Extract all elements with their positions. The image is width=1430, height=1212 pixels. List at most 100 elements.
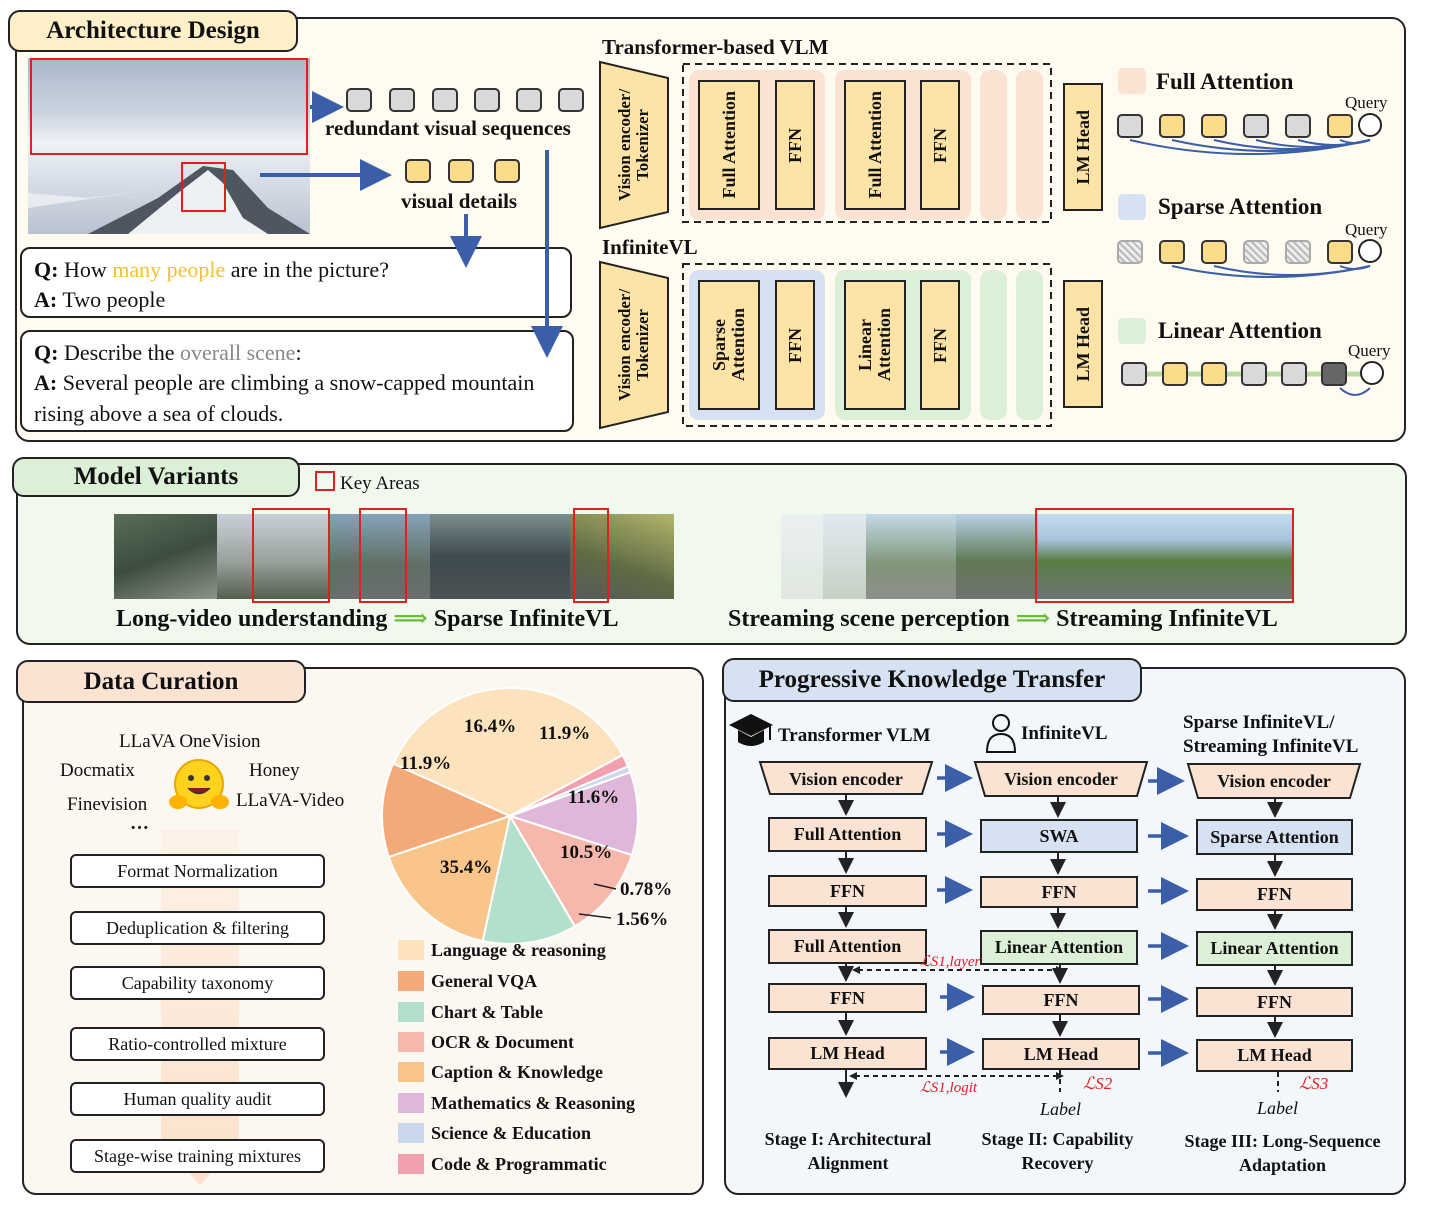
col3-ffn: FFN xyxy=(1196,878,1353,911)
legend-label: OCR & Document xyxy=(431,1032,574,1052)
video-frame xyxy=(330,514,430,599)
video-frame xyxy=(430,514,570,599)
legend-swatch xyxy=(398,1062,424,1082)
pie-slice xyxy=(381,762,513,859)
tvlm-title: Transformer-based VLM xyxy=(602,35,829,59)
transfer-title: Progressive Knowledge Transfer xyxy=(722,658,1142,702)
source-docmatix: Docmatix xyxy=(60,760,135,781)
tvlm-lm-head: LM Head xyxy=(1063,83,1103,211)
step-stage-mixtures: Stage-wise training mixtures xyxy=(70,1139,325,1173)
redundant-token xyxy=(474,88,500,112)
pie-leader-line xyxy=(578,913,612,919)
stream-frame xyxy=(956,514,1046,599)
mountain-shape xyxy=(28,166,310,234)
legend-label: Code & Programmatic xyxy=(431,1154,607,1174)
col2-ffn-2: FFN xyxy=(982,985,1140,1015)
loss-s3: ℒS3 xyxy=(1299,1074,1329,1093)
label-s3: Label xyxy=(1257,1098,1299,1118)
legend-swatch xyxy=(398,1154,424,1174)
redundant-token xyxy=(558,88,584,112)
key-area-people xyxy=(181,162,226,212)
step-quality-audit: Human quality audit xyxy=(70,1082,325,1116)
col2-ffn: FFN xyxy=(980,876,1138,908)
query-label: Query xyxy=(1345,93,1388,112)
step-capability-taxonomy: Capability taxonomy xyxy=(70,966,325,1000)
col2-vision-encoder: Vision encoder xyxy=(1004,768,1118,789)
infinitevl-linear-attention: Linear Attention xyxy=(844,280,906,410)
graduation-cap-icon xyxy=(728,712,774,754)
query-token xyxy=(1358,239,1382,263)
redundant-token xyxy=(389,88,415,112)
variants-title: Model Variants xyxy=(12,457,300,497)
legend-token xyxy=(1117,240,1143,264)
video-frame xyxy=(217,514,330,599)
col1-ffn: FFN xyxy=(768,875,927,907)
legend-swatch xyxy=(398,1002,424,1022)
infinitevl-title: InfiniteVL xyxy=(602,235,698,259)
pie-label: 16.4% xyxy=(464,716,517,737)
architecture-title: Architecture Design xyxy=(8,10,298,52)
pie-label: 0.78% xyxy=(620,879,673,900)
source-ellipsis: ··· xyxy=(130,818,150,839)
legend-swatch xyxy=(398,1093,424,1113)
col1-title: Transformer VLM xyxy=(778,725,931,746)
legend-label: Mathematics & Reasoning xyxy=(431,1093,635,1113)
hugging-face-icon xyxy=(168,757,230,815)
legend-label: Caption & Knowledge xyxy=(431,1062,604,1082)
tvlm-layer-3 xyxy=(980,70,1007,220)
legend-swatch-linear xyxy=(1118,318,1146,344)
legend-token xyxy=(1241,362,1267,386)
loss-s1-layer: ℒS1,layer xyxy=(920,954,981,970)
step-ratio-mixture: Ratio-controlled mixture xyxy=(70,1027,325,1061)
col3-sparse-attention: Sparse Attention xyxy=(1196,819,1353,855)
step-deduplication: Deduplication & filtering xyxy=(70,911,325,945)
legend-token xyxy=(1321,362,1347,386)
col3-linear-attention: Linear Attention xyxy=(1196,931,1353,966)
key-area-stream xyxy=(1035,508,1294,603)
details-label: visual details xyxy=(401,189,518,213)
redundant-token xyxy=(432,88,458,112)
user-icon xyxy=(985,712,1017,754)
legend-label: Science & Education xyxy=(431,1123,591,1143)
col1-full-attention-2: Full Attention xyxy=(768,929,927,964)
infinitevl-ffn-2: FFN xyxy=(920,280,960,410)
infinitevl-lm-head: LM Head xyxy=(1063,280,1103,408)
pie-label: 11.6% xyxy=(568,787,620,808)
curation-title: Data Curation xyxy=(16,660,306,703)
key-area-video-2 xyxy=(359,508,407,603)
redundant-label: redundant visual sequences xyxy=(325,116,571,140)
label-s2: Label xyxy=(1040,1099,1082,1119)
mountain-photo xyxy=(28,58,310,234)
col2-lm-head: LM Head xyxy=(982,1038,1140,1070)
legend-token xyxy=(1285,240,1311,264)
legend-token xyxy=(1121,362,1147,386)
source-honey: Honey xyxy=(249,760,300,781)
pie-slice xyxy=(391,687,624,818)
arrow-icon: ⟹ xyxy=(393,606,428,632)
legend-token xyxy=(1285,114,1311,138)
legend-full-label: Full Attention xyxy=(1156,69,1294,94)
query-token xyxy=(1360,361,1384,385)
col2-linear-attention: Linear Attention xyxy=(980,930,1138,965)
legend-token xyxy=(1159,114,1185,138)
pie-label: 35.4% xyxy=(440,857,493,878)
infinitevl-layer-4 xyxy=(1016,270,1043,420)
tvlm-full-attention-1: Full Attention xyxy=(698,80,760,210)
streaming-caption: Streaming scene perception ⟹ Streaming I… xyxy=(728,606,1278,632)
legend-token xyxy=(1201,114,1227,138)
infinitevl-layer-3 xyxy=(980,270,1007,420)
legend-swatch xyxy=(398,940,424,960)
query-label: Query xyxy=(1345,220,1388,239)
pie-leader-line xyxy=(593,883,617,890)
legend-token xyxy=(1327,240,1353,264)
legend-label: General VQA xyxy=(431,971,538,991)
loss-s1-logit: ℒS1,logit xyxy=(920,1080,978,1096)
legend-token xyxy=(1159,240,1185,264)
key-areas-swatch xyxy=(315,471,335,491)
detail-token xyxy=(494,159,520,183)
